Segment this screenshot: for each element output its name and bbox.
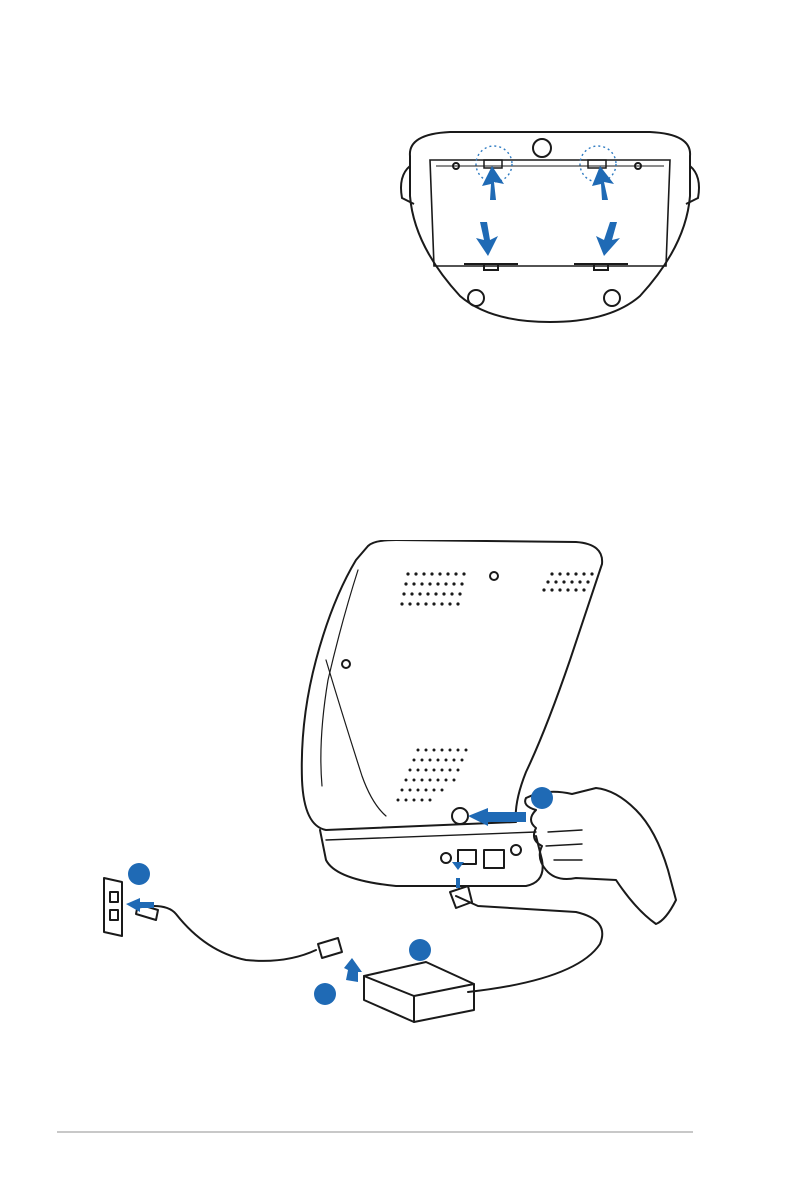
slot-right [574,264,628,270]
foot-left [468,290,484,306]
foot-right [604,290,620,306]
device-back [302,540,602,830]
vent-top-right [542,572,593,591]
stand-top-hole [533,139,551,157]
arrow-into-adapter [344,958,362,982]
clip-arrow-down-icon [596,222,620,256]
marker-1 [531,787,553,809]
stand-left-ear [401,166,414,204]
wall-outlet-icon [104,878,122,936]
stand-right-ear [686,166,699,204]
footer-rule [57,1131,693,1133]
vent-bottom [397,749,468,802]
usb-port [458,850,476,864]
power-cord [136,906,316,961]
lan-port [484,850,504,868]
stand-clips-figure [390,126,710,332]
stand-recess [430,160,670,266]
marker-2 [128,863,150,885]
marker-4 [314,983,336,1005]
audio-port [511,845,521,855]
power-connection-figure [96,540,686,1030]
power-button-icon [452,808,468,824]
dc-cable [456,896,602,992]
clip-arrow-up-icon [592,166,614,200]
slot-left [464,264,518,270]
clip-arrow-down-icon [476,222,498,256]
hand-icon [525,788,676,924]
arrow-into-port [452,862,464,888]
clip-arrow-up-icon [482,166,504,200]
dc-in-port [441,853,451,863]
vent-top-left [400,572,465,605]
power-adapter-icon [364,962,474,1022]
marker-3 [409,939,431,961]
arrow-into-outlet [126,898,154,912]
